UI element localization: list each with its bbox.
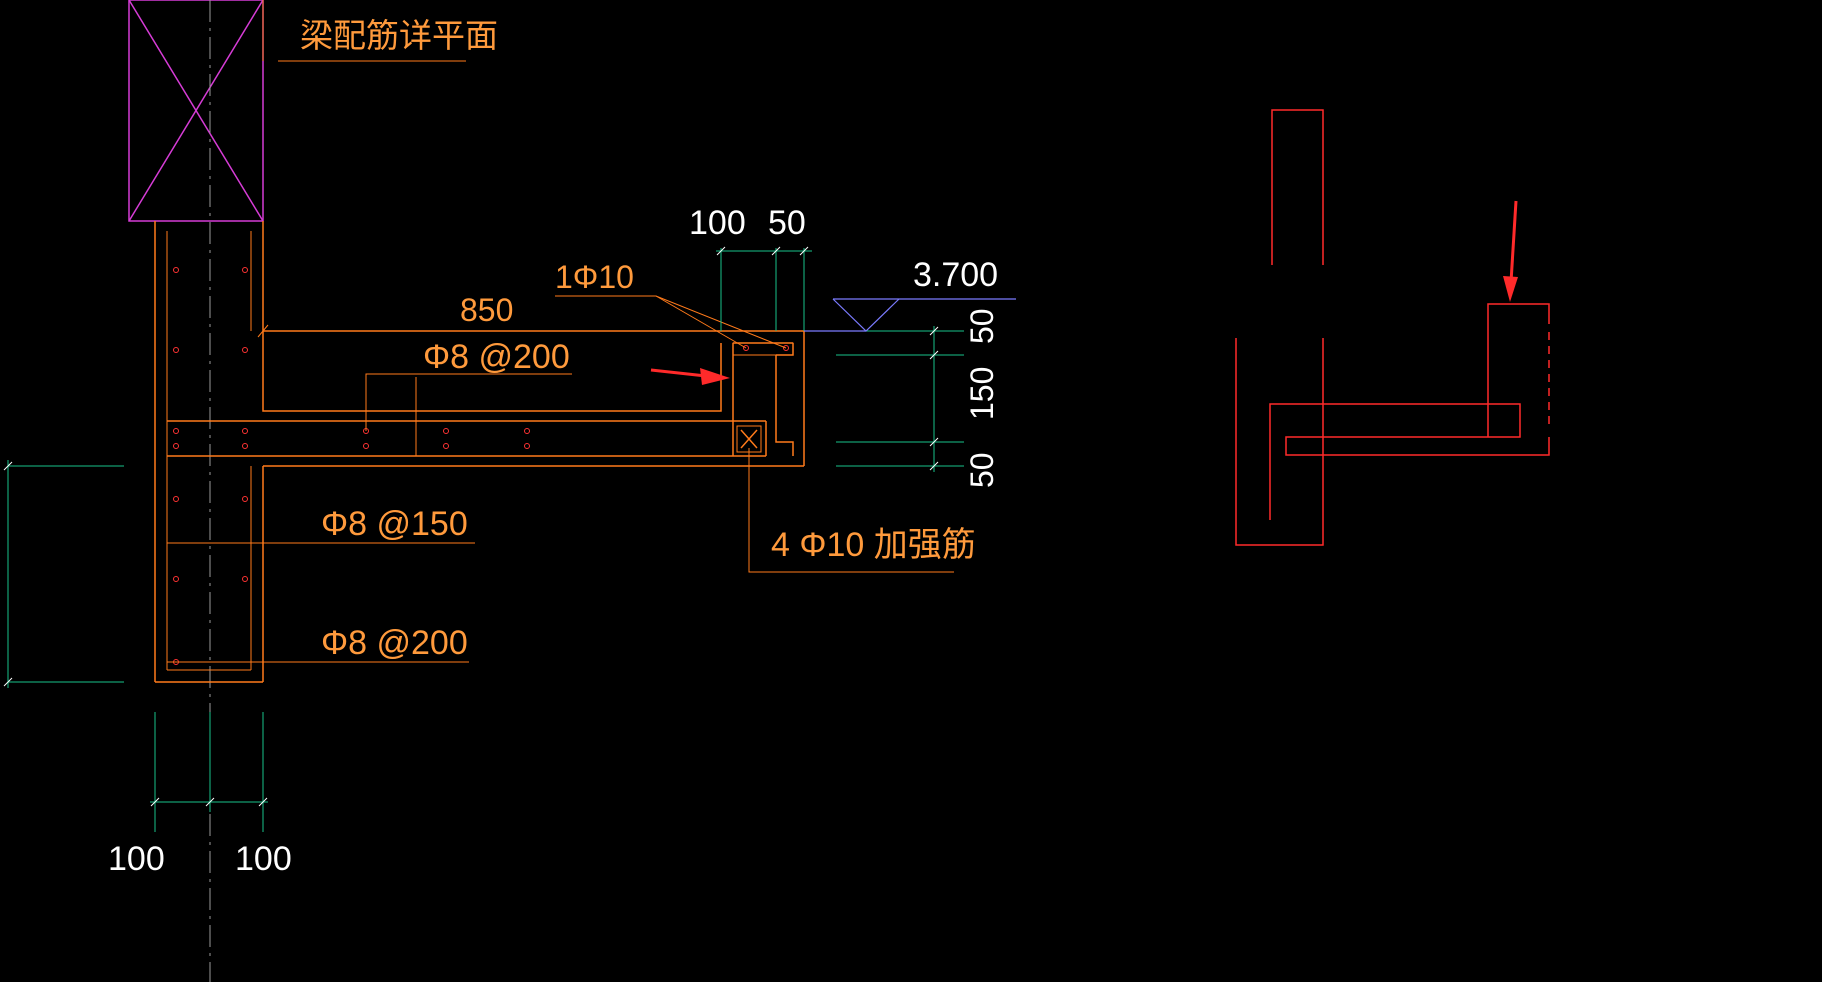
dimension-ticks [3,246,939,807]
highlight-arrow-left [650,368,730,385]
text-labels: 梁配筋详平面 850 Φ8 @200 1Φ10 100 50 3.700 50 … [108,17,1000,878]
reinforcement-label: 4 Φ10 加强筋 [771,526,976,564]
elevation-label: 3.700 [913,256,998,294]
title-note: 梁配筋详平面 [300,17,498,54]
dim-v150-label: 150 [964,367,1000,420]
dim-v50-bottom-label: 50 [964,452,1000,488]
stirrup-low-label: Φ8 @200 [321,624,468,662]
dim-50-top-label: 50 [768,204,806,242]
dim-850-label: 850 [460,292,513,328]
stirrup-mid-label: Φ8 @150 [321,505,468,543]
dim-v50-top-label: 50 [964,308,1000,344]
dim-100-right-label: 100 [235,840,292,878]
leader-lines [167,0,954,663]
dimension-lines [7,248,964,832]
highlight-arrow-right [1503,200,1518,302]
bar-1phi10-label: 1Φ10 [555,259,634,295]
dim-100-left-label: 100 [108,840,165,878]
dim-100-top-label: 100 [689,204,746,242]
elevation-mark [804,298,1016,332]
stirrup-top-label: Φ8 @200 [423,338,570,376]
column-top [128,0,264,222]
wall-outline [154,221,805,683]
reinforcement-cross-mark [740,429,758,449]
section-sketch [1235,109,1550,546]
